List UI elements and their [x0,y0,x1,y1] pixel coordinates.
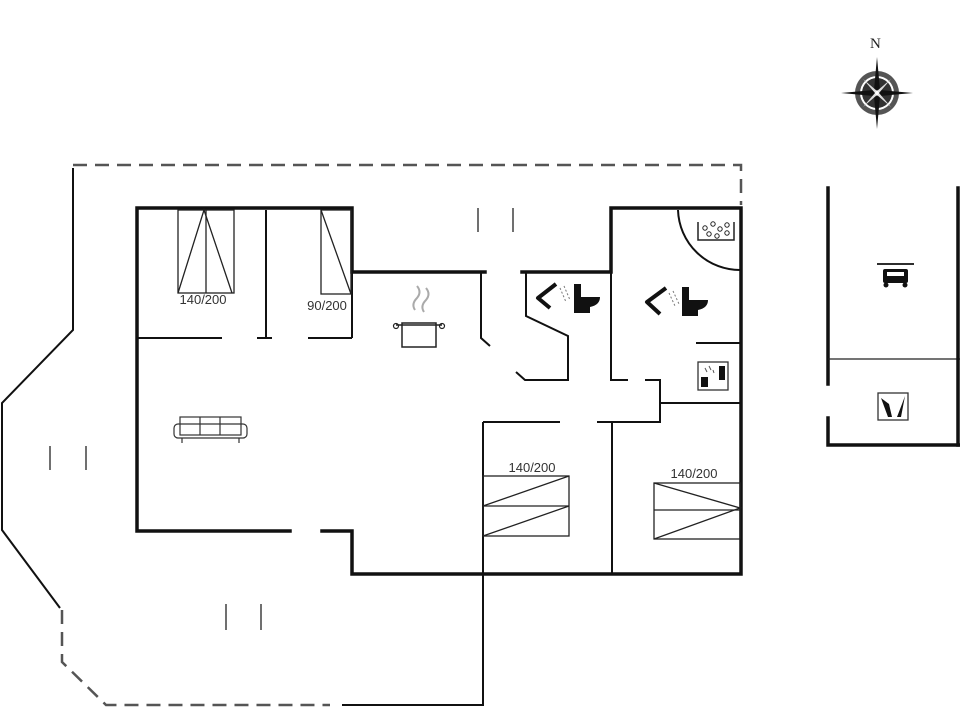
compass-rose-icon [841,57,913,129]
bedroom-2-bed-size: 90/200 [307,298,347,313]
annex-walls [826,186,960,447]
exterior-walls [135,206,743,576]
ski-storage-icon [877,392,909,421]
toilet-icon-2 [682,287,708,316]
whirlpool-spa-icon [697,221,735,241]
interior-walls [137,209,742,574]
terrace-outline [1,163,743,707]
compass-north-label: N [870,36,881,52]
single-bed-icon [320,209,352,295]
bedroom-1-bed-size: 140/200 [179,292,227,307]
double-bed-icon-4 [653,482,743,540]
shower-icon-1 [536,282,571,310]
car-icon [877,263,914,288]
double-bed-icon-3 [482,475,570,537]
cooking-pot-icon [392,285,446,348]
double-bed-icon-1 [177,207,235,294]
shower-icon-2 [645,286,680,316]
sofa-icon [173,416,248,443]
toilet-icon-1 [574,284,600,313]
washing-machine-icon [697,361,729,391]
bedroom-4-bed-size: 140/200 [670,466,718,481]
bedroom-3-bed-size: 140/200 [508,460,556,475]
